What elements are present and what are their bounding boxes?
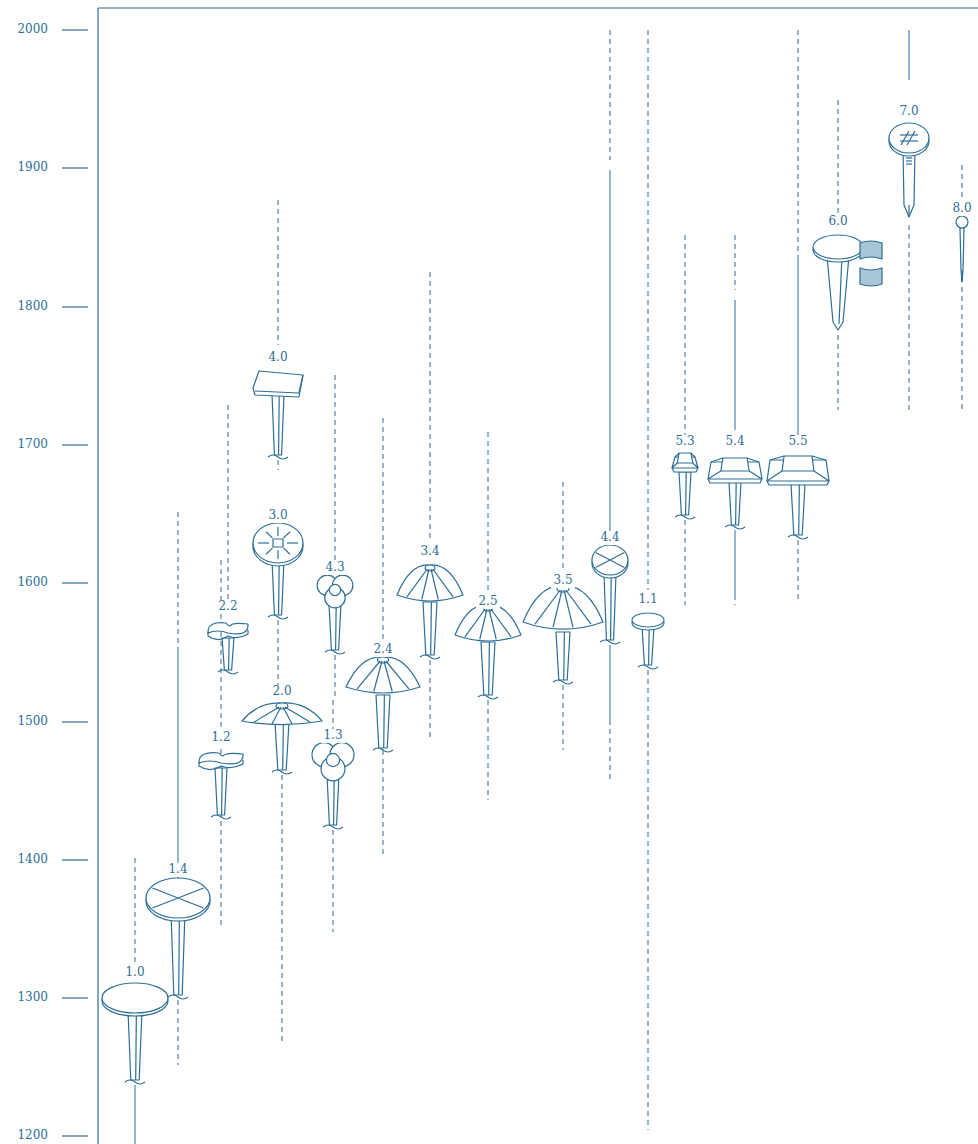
nail-drawing [889, 123, 929, 217]
type-number: 5.4 [723, 435, 746, 449]
nail-drawing [253, 523, 303, 619]
nail-drawing [632, 613, 664, 669]
nail-drawing [242, 703, 322, 774]
nail-drawing [317, 575, 353, 654]
nail-drawing [813, 235, 863, 330]
nail-drawing [767, 456, 829, 539]
nail-drawing [199, 753, 243, 819]
type-number: 8.0 [950, 202, 973, 216]
type-number: 2.4 [371, 643, 394, 657]
nail-drawing [312, 743, 354, 829]
nail-drawing [253, 371, 303, 459]
nail-drawing [397, 565, 463, 659]
cross-section-swatch [860, 241, 882, 286]
year-label: 1700 [15, 438, 50, 452]
date-range-lines [135, 30, 962, 1144]
year-label: 1200 [15, 1129, 50, 1143]
nail-drawing [102, 983, 168, 1084]
type-number: 5.3 [673, 435, 696, 449]
type-number: 5.5 [786, 435, 809, 449]
nail-drawing [146, 878, 210, 999]
type-number: 4.0 [266, 351, 289, 365]
type-number: 1.0 [123, 966, 146, 980]
type-number: 1.3 [321, 729, 344, 743]
year-label: 1300 [15, 991, 50, 1005]
year-label: 1800 [15, 300, 50, 314]
type-number: 1.2 [209, 731, 232, 745]
type-number: 6.0 [826, 215, 849, 229]
type-number: 4.3 [323, 561, 346, 575]
type-number: 2.5 [476, 595, 499, 609]
type-number: 4.4 [598, 531, 621, 545]
nail-drawing [455, 605, 521, 699]
type-number: 2.0 [270, 685, 293, 699]
type-number: 7.0 [897, 105, 920, 119]
type-number: 3.4 [418, 545, 441, 559]
nail-drawing [208, 623, 248, 674]
year-label: 1600 [15, 576, 50, 590]
nail-drawing [523, 586, 603, 684]
nail-drawing [592, 545, 628, 644]
axis [62, 8, 978, 1144]
nail-drawing [708, 458, 762, 529]
type-number: 3.5 [551, 574, 574, 588]
year-label: 1500 [15, 715, 50, 729]
type-number: 3.0 [266, 509, 289, 523]
type-number: 1.1 [636, 593, 659, 607]
type-number: 2.2 [216, 600, 239, 614]
year-label: 2000 [15, 23, 50, 37]
year-label: 1900 [15, 161, 50, 175]
nail-drawing [956, 216, 968, 282]
type-number: 1.4 [166, 863, 189, 877]
nail-drawing [346, 657, 420, 752]
nail-drawing [672, 453, 698, 519]
year-label: 1400 [15, 853, 50, 867]
